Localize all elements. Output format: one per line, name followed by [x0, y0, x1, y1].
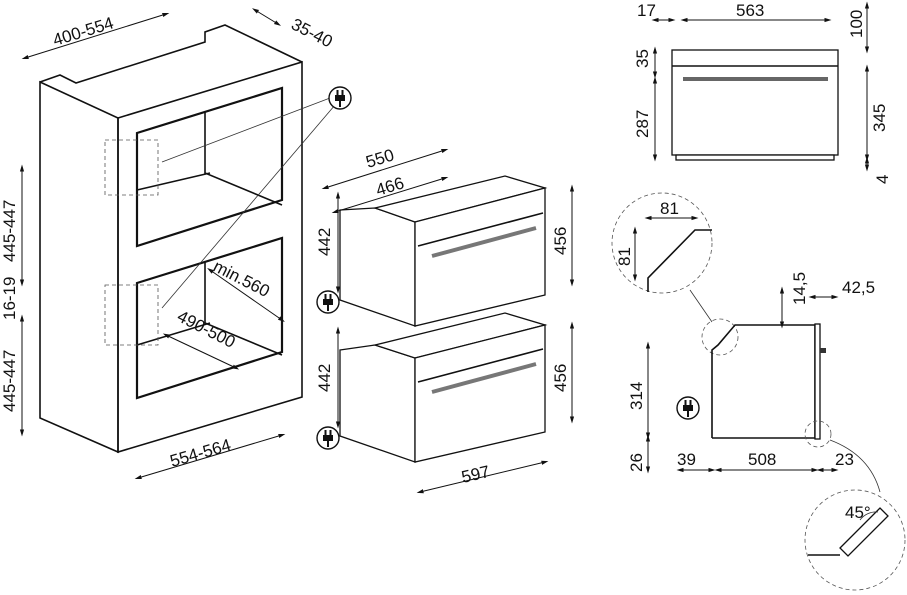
dim-oven-depth-total: 550: [364, 145, 397, 171]
front-view-drawing: 17 563 100 35 287 345 4: [633, 1, 892, 184]
dim-lower-front-height: 456: [551, 364, 570, 392]
dim-inner-depth: 490-500: [174, 307, 238, 352]
dim-lower-body-height: 442: [315, 364, 334, 392]
plug-icon: [328, 86, 352, 110]
dim-width-bottom: 554-564: [168, 435, 233, 470]
dim-front-width: 597: [460, 462, 492, 487]
side-view-drawing: 81 81 14,5 42,5 314 26 39 508 23 45°: [611, 192, 906, 591]
dim-left-offset: 17: [637, 1, 656, 20]
plug-icon: [316, 290, 340, 314]
dim-depth-top: 35-40: [288, 15, 335, 52]
dim-panel-height: 35: [633, 49, 652, 68]
dim-oven-depth-body: 466: [374, 173, 407, 199]
dim-chamfer-width: 81: [660, 199, 679, 218]
dim-body-width: 563: [736, 1, 764, 20]
dim-upper-front-height: 456: [551, 227, 570, 255]
dim-min-depth: min.560: [210, 257, 273, 301]
dim-angle: 45°: [845, 503, 871, 522]
dim-door: 23: [835, 450, 854, 469]
dim-front-height: 345: [870, 104, 889, 132]
dim-bottom-gap: 4: [873, 175, 892, 184]
socket-area-lower: [104, 284, 159, 346]
oven-drawing: 550 466 442 456 442 456 597: [315, 145, 575, 494]
dim-top-gap: 14,5: [790, 272, 809, 305]
dim-top-offset: 100: [847, 10, 866, 38]
plug-icon: [316, 426, 340, 450]
dim-upper-body-height: 442: [315, 228, 334, 256]
dim-body-height: 287: [633, 110, 652, 138]
dim-door-depth: 42,5: [842, 278, 875, 297]
dim-height: 314: [627, 382, 646, 410]
plug-icon: [676, 396, 700, 420]
socket-area-upper: [104, 139, 159, 196]
dim-gap: 16-19: [0, 277, 19, 320]
dim-rear: 39: [677, 450, 696, 469]
dim-width-top: 400-554: [51, 13, 116, 49]
dim-depth: 508: [748, 450, 776, 469]
cabinet-drawing: 400-554 35-40 445-447 16-19 445-447 min.…: [0, 8, 352, 480]
dim-upper-height: 445-447: [0, 200, 19, 262]
dim-chamfer-height: 81: [615, 247, 634, 266]
dim-bottom: 26: [627, 453, 646, 472]
dim-lower-height: 445-447: [0, 350, 19, 412]
